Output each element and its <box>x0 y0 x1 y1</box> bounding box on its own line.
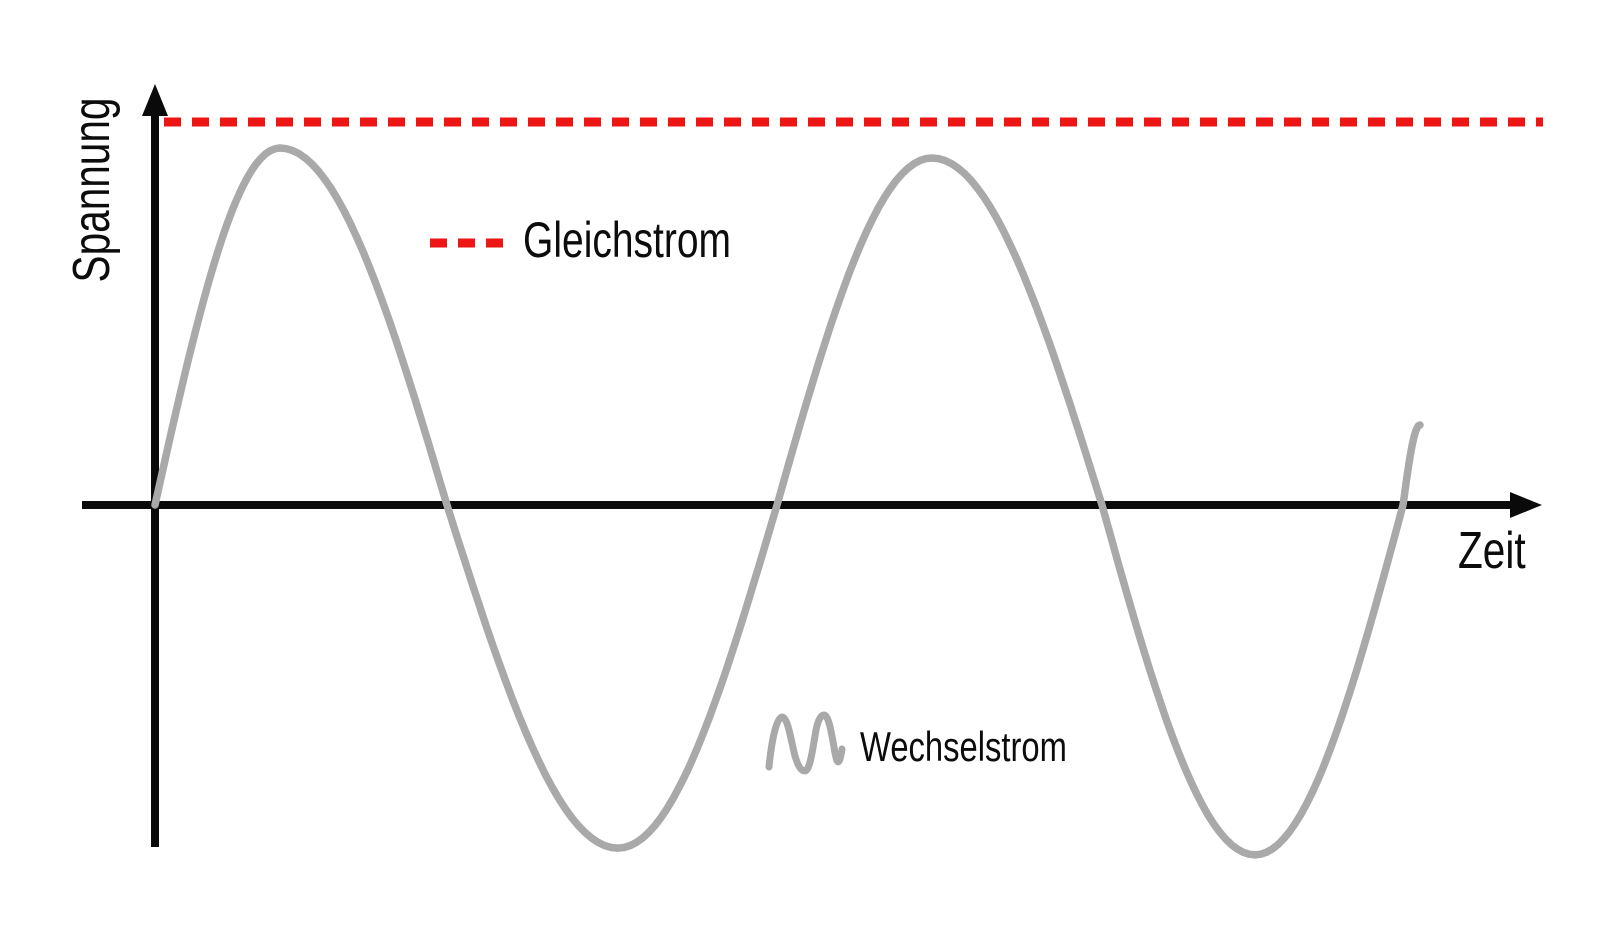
legend-gleichstrom-text: Gleichstrom <box>523 212 732 268</box>
x-axis-label: Zeit <box>1458 521 1545 581</box>
y-axis-label: Spannung <box>63 97 121 283</box>
legend-wechselstrom-label: Wechselstrom <box>860 723 1125 771</box>
x-axis-label-text: Zeit <box>1458 522 1526 580</box>
x-axis-arrowhead-icon <box>1510 492 1542 518</box>
y-axis-arrowhead-icon <box>142 84 168 116</box>
legend-gleichstrom-label: Gleichstrom <box>523 211 790 269</box>
legend-wechselstrom-text: Wechselstrom <box>860 723 1067 770</box>
ac-wechselstrom-wave <box>151 144 1424 859</box>
sine-wave-icon <box>765 711 846 775</box>
